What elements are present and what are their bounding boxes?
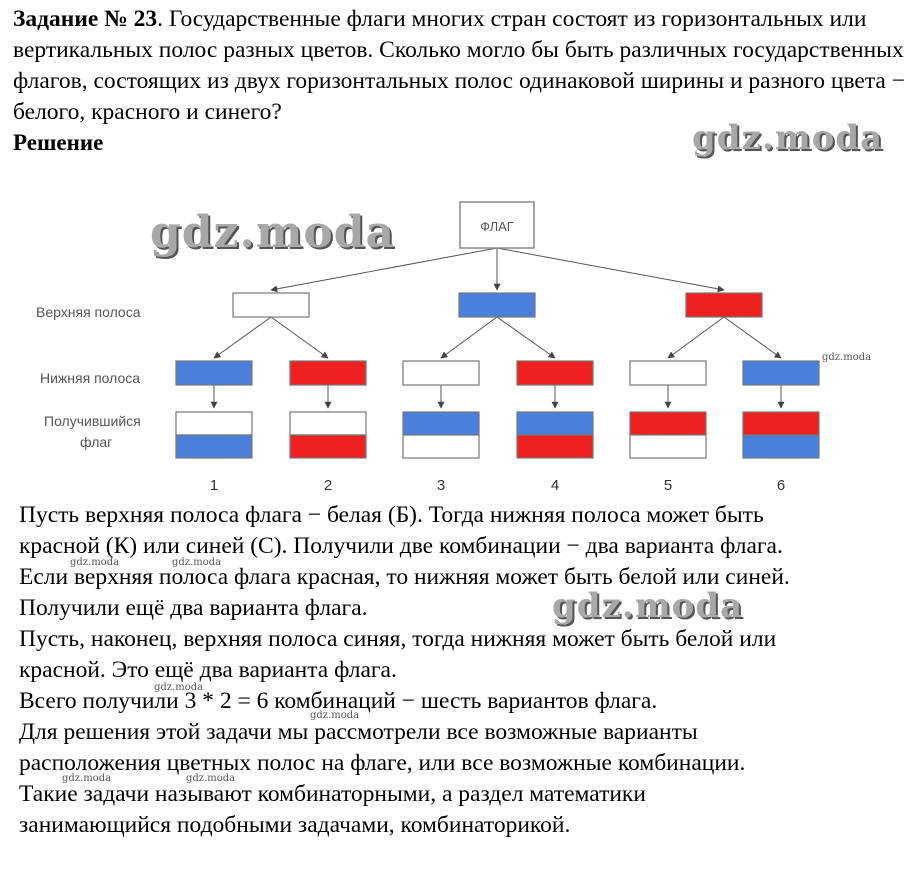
flag-tree-diagram: ФЛАГ Верхняя полоса Нижняя полоса Получи…: [36, 201, 820, 494]
solution-line: Всего получили 3 * 2 = 6 комбинаций − ше…: [19, 688, 658, 714]
result-flag-top-stripe: [742, 411, 820, 436]
bottom-stripe-white: [402, 360, 480, 386]
top-stripe-white: [232, 292, 310, 318]
watermark-small: gdz.moda: [154, 682, 204, 693]
flag-number: 5: [664, 477, 672, 494]
solution-line: красной (К) или синей (С). Получили две …: [19, 533, 783, 559]
task-number: Задание № 23: [13, 6, 158, 32]
solution-line: занимающийся подобными задачами, комбина…: [19, 812, 571, 838]
row-label-top: Верхняя полоса: [36, 304, 141, 320]
result-flag-top-stripe: [629, 411, 707, 436]
watermark: gdz.moda: [692, 118, 884, 158]
watermark: gdz.moda: [552, 586, 744, 626]
solution-line: расположения цветных полос на флаге, или…: [19, 750, 746, 776]
top-stripe-red: [685, 292, 763, 318]
top-stripe-blue: [458, 292, 536, 318]
result-flag-bottom-stripe: [402, 434, 480, 459]
solution-line: Если верхняя полоса флага красная, то ни…: [19, 564, 790, 590]
result-flag-bottom-stripe: [516, 434, 594, 459]
bottom-stripe-red: [516, 360, 594, 386]
bottom-stripe-blue: [175, 360, 253, 386]
solution-line: Такие задачи называют комбинаторными, а …: [19, 781, 646, 807]
watermark-small: gdz.moda: [172, 557, 222, 568]
watermark: gdz.moda: [150, 207, 396, 258]
solution-line: Пусть верхняя полоса флага − белая (Б). …: [19, 502, 764, 528]
solution-line: Получили ещё два варианта флага.: [19, 595, 368, 621]
bottom-stripe-blue: [742, 360, 820, 386]
watermark-small: gdz.moda: [70, 557, 120, 568]
result-flag-2: [289, 411, 367, 459]
flag-number: 6: [777, 477, 785, 494]
result-flag-6: [742, 411, 820, 459]
row-label-bottom: Нижняя полоса: [40, 370, 140, 386]
result-flag-top-stripe: [516, 411, 594, 436]
solution-text: Пусть верхняя полоса флага − белая (Б). …: [19, 500, 914, 841]
result-flag-bottom-stripe: [175, 434, 253, 459]
solution-heading: Решение: [13, 130, 104, 155]
flag-number: 4: [551, 477, 559, 494]
row-label-result-1: Получившийся: [44, 413, 141, 429]
solution-line: красной. Это ещё два варианта флага.: [19, 657, 397, 683]
watermark-small: gdz.moda: [62, 773, 112, 784]
result-flag-1: [175, 411, 253, 459]
result-flag-bottom-stripe: [742, 434, 820, 459]
bottom-stripe-white: [629, 360, 707, 386]
row-label-result-2: флаг: [80, 434, 112, 450]
result-flag-5: [629, 411, 707, 459]
root-box: [459, 201, 535, 249]
result-flag-top-stripe: [289, 411, 367, 436]
result-flag-bottom-stripe: [629, 434, 707, 459]
result-flag-bottom-stripe: [289, 434, 367, 459]
root-label: ФЛАГ: [480, 219, 514, 234]
solution-line: Пусть, наконец, верхняя полоса синяя, то…: [19, 626, 777, 652]
result-flag-3: [402, 411, 480, 459]
task-statement: Задание № 23. Государственные флаги мног…: [13, 4, 913, 128]
solution-line: Для решения этой задачи мы рассмотрели в…: [19, 719, 698, 745]
task-text: . Государственные флаги многих стран сос…: [13, 6, 905, 125]
flag-number: 1: [210, 477, 218, 494]
result-flag-top-stripe: [175, 411, 253, 436]
watermark-small: gdz.moda: [822, 352, 872, 363]
watermark-small: gdz.moda: [186, 773, 236, 784]
flag-number: 2: [324, 477, 332, 494]
result-flag-top-stripe: [402, 411, 480, 436]
watermark-small: gdz.moda: [310, 710, 360, 721]
bottom-stripe-red: [289, 360, 367, 386]
flag-number: 3: [437, 477, 445, 494]
result-flag-4: [516, 411, 594, 459]
